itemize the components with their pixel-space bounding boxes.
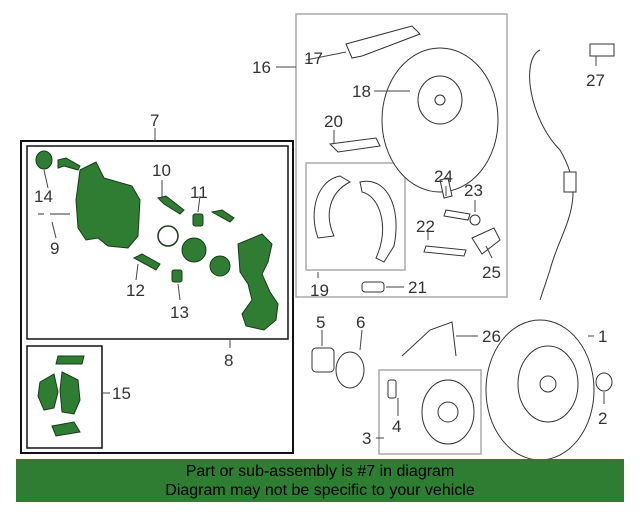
callout-7: 7	[150, 111, 159, 130]
piston-seal-part[interactable]	[157, 225, 179, 247]
hub-bolt	[387, 379, 397, 399]
abs-connector	[589, 43, 615, 57]
callout-18: 18	[352, 82, 371, 101]
callout-9: 9	[50, 239, 59, 258]
bleeder-bolt-part[interactable]	[57, 157, 81, 171]
caliper-bracket-part[interactable]	[237, 233, 279, 331]
callout-23: 23	[464, 181, 483, 200]
brake-shoe-left	[313, 175, 352, 239]
banner-line-2: Diagram may not be specific to your vehi…	[165, 482, 475, 499]
callout-19: 19	[310, 281, 329, 300]
cable-bracket	[345, 25, 421, 59]
backing-plate-center	[417, 75, 463, 125]
washer	[469, 214, 481, 226]
brake-shoe-right	[359, 180, 397, 263]
piston-boot-part[interactable]	[209, 255, 231, 277]
callout-20: 20	[324, 112, 343, 131]
caliper-assembly-frame	[20, 140, 294, 454]
adjuster-screw	[443, 209, 471, 221]
parking-brake-group-frame	[295, 13, 508, 298]
callout-6: 6	[356, 313, 365, 332]
shoe-spring	[328, 137, 381, 153]
caliper-housing[interactable]	[75, 161, 141, 249]
callout-24: 24	[434, 167, 453, 186]
brake-pad-part[interactable]	[37, 373, 59, 411]
info-banner: Part or sub-assembly is #7 in diagram Di…	[16, 459, 624, 502]
rotor-hat	[517, 345, 579, 423]
boot-part[interactable]	[192, 213, 204, 227]
callout-12: 12	[126, 281, 145, 300]
callout-2: 2	[598, 409, 607, 428]
piston-part[interactable]	[181, 237, 207, 263]
callout-1: 1	[598, 327, 607, 346]
hub-group-frame	[378, 369, 482, 455]
hub-cap	[595, 372, 613, 392]
guide-pin-part[interactable]	[157, 195, 185, 215]
pad-kit-subframe	[26, 345, 103, 449]
callout-13: 13	[170, 303, 189, 322]
lower-pin-part[interactable]	[132, 253, 161, 271]
lever-plate	[471, 227, 501, 255]
highlighted-caliper-group[interactable]	[35, 150, 279, 437]
caliper-subframe	[26, 145, 289, 340]
callout-5: 5	[316, 313, 325, 332]
callout-17: 17	[304, 49, 323, 68]
hub-bore	[437, 401, 459, 423]
callout-11: 11	[190, 183, 208, 202]
callout-27: 27	[586, 71, 605, 90]
hub-bearing	[421, 379, 475, 445]
callout-3: 3	[362, 429, 371, 448]
pad-clip-part[interactable]	[51, 421, 81, 437]
backing-plate-hole	[434, 94, 446, 106]
callout-25: 25	[482, 263, 501, 282]
callout-15: 15	[112, 384, 131, 403]
anti-squeal-clip-part[interactable]	[55, 355, 85, 365]
adjuster	[361, 281, 385, 293]
abs-sensor-cable	[529, 49, 574, 301]
wheel-bearing	[311, 347, 335, 373]
callout-4: 4	[392, 417, 401, 436]
snap-ring	[335, 351, 365, 389]
backing-plate	[381, 47, 499, 193]
brake-hose	[401, 321, 457, 357]
return-spring	[423, 245, 467, 257]
brake-shoe-group-frame	[305, 162, 406, 271]
callout-22: 22	[416, 217, 435, 236]
dust-cap-part[interactable]	[35, 150, 53, 170]
abs-clip	[563, 171, 577, 193]
banner-line-1: Part or sub-assembly is #7 in diagram	[185, 463, 455, 480]
callout-10: 10	[152, 161, 171, 180]
rotor-center	[539, 375, 557, 393]
small-bolt-part[interactable]	[210, 209, 235, 223]
callout-21: 21	[408, 278, 427, 297]
bushing-part[interactable]	[171, 269, 183, 283]
brake-pad-part-2[interactable]	[59, 371, 81, 415]
callout-14: 14	[34, 187, 53, 206]
callout-8: 8	[224, 351, 233, 370]
callout-16: 16	[252, 58, 271, 77]
callout-26: 26	[482, 327, 501, 346]
